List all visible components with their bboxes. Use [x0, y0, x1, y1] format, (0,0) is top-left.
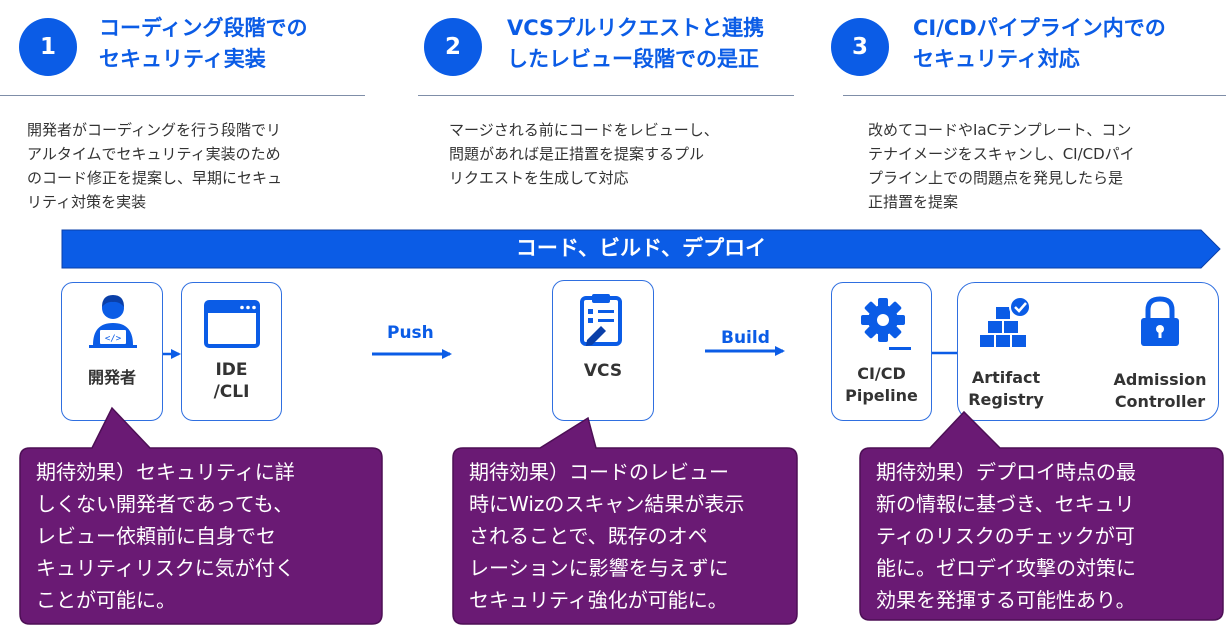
step-title-2: VCSプルリクエストと連携 したレビュー段階での是正 — [507, 13, 764, 75]
step-description-1-line-1: 開発者がコーディングを行う段階でリ — [27, 121, 281, 139]
admission-controller-label-line-1: Admission — [1113, 370, 1207, 389]
callout-3-line-4: 能に。ゼロデイ攻撃の対策に — [876, 556, 1136, 580]
admission-controller-label-line-2: Controller — [1114, 392, 1206, 411]
step-description-1-line-3: のコード修正を提案し、早期にセキュ — [27, 169, 283, 187]
step-description-1: 開発者がコーディングを行う段階でリ アルタイムでセキュリティ実装のため のコード… — [27, 118, 282, 214]
vcs-node — [552, 280, 654, 421]
step-title-3-line-2: セキュリティ対応 — [913, 47, 1080, 71]
developer-icon: </> — [89, 295, 137, 348]
deploy-group-node — [957, 282, 1219, 421]
cicd-pipeline-label: CI/CD Pipeline — [831, 363, 932, 407]
svg-text:</>: </> — [105, 334, 122, 344]
artifact-registry-label-line-2: Registry — [968, 390, 1044, 409]
callout-1-line-3: レビュー依頼前に自身でセ — [36, 524, 276, 548]
step-description-2: マージされる前にコードをレビューし、 問題があれば是正措置を提案するプル リクエ… — [449, 118, 719, 190]
step-title-3: CI/CDパイプライン内での セキュリティ対応 — [913, 13, 1166, 75]
step-title-1-line-1: コーディング段階での — [99, 16, 308, 40]
step-number-3: 3 — [831, 18, 889, 76]
callout-2-line-1: 期待効果）コードのレビュー — [469, 460, 729, 484]
step-description-2-line-1: マージされる前にコードをレビューし、 — [449, 121, 719, 139]
step-description-3-line-4: 正措置を提案 — [868, 193, 959, 211]
vcs-label: VCS — [583, 361, 623, 381]
callout-3-line-5: 効果を発揮する可能性あり。 — [876, 588, 1136, 612]
step-description-3: 改めてコードやIaCテンプレート、コン テナイメージをスキャンし、CI/CDパイ… — [868, 118, 1135, 214]
push-label: Push — [387, 323, 434, 343]
step-title-3-line-1: CI/CDパイプライン内での — [913, 16, 1166, 40]
boxes-check-icon — [980, 296, 1031, 347]
callout-1-line-2: しくない開発者であっても、 — [36, 492, 294, 516]
admission-controller-label: Admission Controller — [1104, 369, 1216, 413]
cicd-pipeline-label-line-1: CI/CD — [857, 364, 906, 383]
artifact-registry-label-line-1: Artifact — [971, 368, 1041, 387]
callout-3-line-2: 新の情報に基づき、セキュリ — [876, 492, 1135, 516]
build-label: Build — [721, 328, 770, 348]
ide-cli-label: IDE /CLI — [181, 359, 282, 403]
step-title-2-line-1: VCSプルリクエストと連携 — [507, 16, 765, 40]
callout-text-3: 期待効果）デプロイ時点の最 新の情報に基づき、セキュリ ティのリスクのチェックが… — [876, 456, 1136, 616]
step-divider-3 — [843, 95, 1226, 96]
step-description-2-line-3: リクエストを生成して対応 — [449, 169, 629, 187]
ide-cli-label-line-2: /CLI — [213, 382, 250, 402]
step-title-1-line-2: セキュリティ実装 — [99, 47, 266, 71]
pipeline-banner-arrow — [61, 229, 1221, 269]
callout-1-line-5: ことが可能に。 — [36, 588, 176, 612]
step-title-1: コーディング段階での セキュリティ実装 — [99, 13, 308, 75]
step-description-3-line-3: プライン上での問題点を発見したら是 — [868, 169, 1124, 187]
callout-2-line-3: されることで、既存のオペ — [469, 524, 708, 548]
developer-label: 開発者 — [87, 368, 136, 387]
callout-text-2: 期待効果）コードのレビュー 時にWizのスキャン結果が表示 されることで、既存の… — [469, 456, 744, 616]
pipeline-banner-label: コード、ビルド、デプロイ — [515, 236, 767, 260]
ide-cli-label-line-1: IDE — [215, 360, 248, 380]
callout-3-line-3: ティのリスクのチェックが可 — [876, 524, 1135, 548]
step-description-3-line-1: 改めてコードやIaCテンプレート、コン — [868, 121, 1132, 139]
callout-2-line-2: 時にWizのスキャン結果が表示 — [469, 492, 745, 516]
cicd-pipeline-label-line-2: Pipeline — [845, 386, 918, 405]
step-description-3-line-2: テナイメージをスキャンし、CI/CDパイ — [868, 145, 1135, 163]
clipboard-icon — [580, 294, 622, 346]
step-number-1: 1 — [19, 18, 77, 76]
step-number-2: 2 — [424, 18, 482, 76]
step-description-2-line-2: 問題があれば是正措置を提案するプル — [449, 145, 705, 163]
callout-2-line-5: セキュリティ強化が可能に。 — [469, 588, 728, 612]
step-title-2-line-2: したレビュー段階での是正 — [507, 47, 759, 71]
step-description-1-line-4: リティ対策を実装 — [27, 193, 147, 211]
callout-1-line-1: 期待効果）セキュリティに詳 — [36, 460, 295, 484]
step-divider-2 — [418, 95, 794, 96]
browser-window-icon — [204, 300, 260, 348]
callout-text-1: 期待効果）セキュリティに詳 しくない開発者であっても、 レビュー依頼前に自身でセ… — [36, 456, 295, 616]
lock-icon — [1141, 296, 1179, 346]
step-divider-1 — [0, 95, 365, 96]
gear-icon — [861, 298, 911, 350]
callout-1-line-4: キュリティリスクに気が付く — [36, 556, 295, 580]
artifact-registry-label: Artifact Registry — [960, 367, 1052, 411]
callout-2-line-4: レーションに影響を与えずに — [469, 556, 729, 580]
callout-3-line-1: 期待効果）デプロイ時点の最 — [876, 460, 1136, 484]
step-description-1-line-2: アルタイムでセキュリティ実装のため — [27, 145, 281, 163]
